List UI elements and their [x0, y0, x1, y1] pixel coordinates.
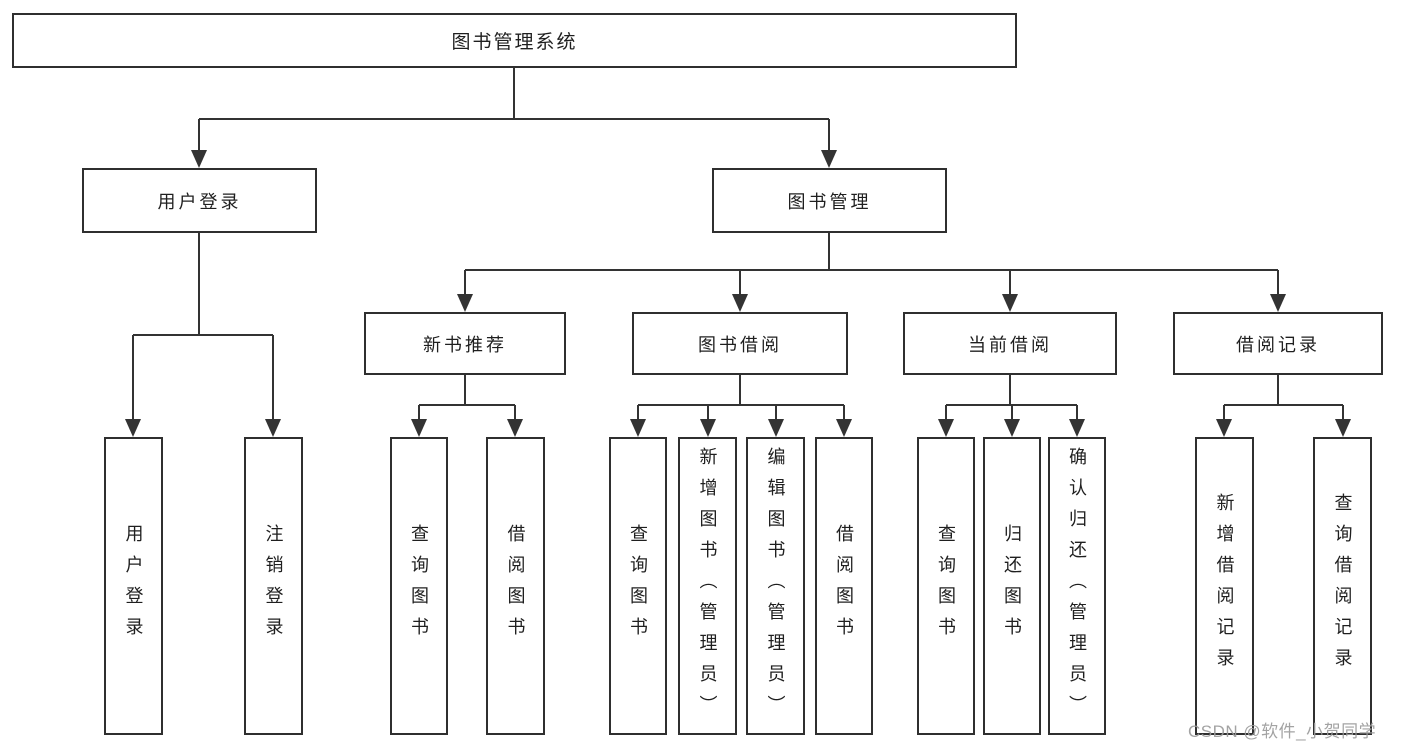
watermark: CSDN @软件_小贺同学 [1188, 722, 1377, 741]
leaf-query-borrow-record: 查询借阅记录 [1313, 437, 1372, 735]
leaf-query-books-recommend: 查询图书 [390, 437, 448, 735]
node-current-borrowing: 当前借阅 [903, 312, 1117, 375]
node-new-book-recommend: 新书推荐 [364, 312, 566, 375]
leaf-borrow-books: 借阅图书 [815, 437, 873, 735]
leaf-add-books-admin: 新增图书（管理员） [678, 437, 737, 735]
node-library-management-system: 图书管理系统 [12, 13, 1017, 68]
leaf-edit-books-admin: 编辑图书（管理员） [746, 437, 805, 735]
leaf-borrow-books-recommend: 借阅图书 [486, 437, 545, 735]
leaf-user-login: 用户登录 [104, 437, 163, 735]
leaf-return-books: 归还图书 [983, 437, 1041, 735]
leaf-query-books-borrowing: 查询图书 [609, 437, 667, 735]
leaf-add-borrow-record: 新增借阅记录 [1195, 437, 1254, 735]
leaf-logout: 注销登录 [244, 437, 303, 735]
node-user-login: 用户登录 [82, 168, 317, 233]
leaf-confirm-return-admin: 确认归还（管理员） [1048, 437, 1106, 735]
node-book-management: 图书管理 [712, 168, 947, 233]
node-book-borrowing: 图书借阅 [632, 312, 848, 375]
node-borrowing-records: 借阅记录 [1173, 312, 1383, 375]
leaf-query-books-current: 查询图书 [917, 437, 975, 735]
